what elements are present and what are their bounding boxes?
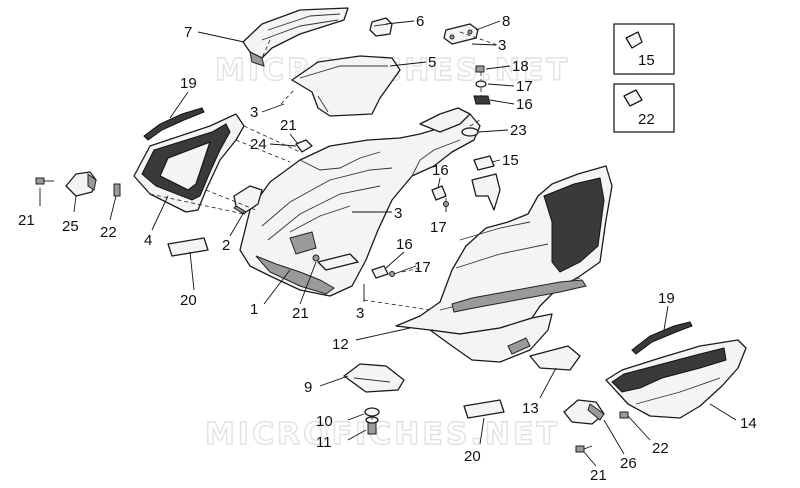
callout-19: 19 [180, 75, 197, 92]
callout-17: 17 [430, 219, 447, 236]
callout-3: 3 [394, 205, 402, 222]
part-bracket-right [471, 173, 501, 211]
callout-1: 1 [250, 301, 258, 318]
callout-8: 8 [502, 13, 510, 30]
part-16-nut-center [371, 265, 389, 279]
callout-7: 7 [184, 24, 192, 41]
part-20-pad-bottom [463, 399, 505, 419]
assembly-lines-lower [363, 198, 447, 420]
part-21-screw-left [35, 177, 54, 185]
part-center-grommet [317, 253, 359, 271]
callout-25: 25 [62, 218, 79, 235]
inset-box-22 [613, 83, 675, 133]
callout-10: 10 [316, 413, 333, 430]
callout-16: 16 [516, 96, 533, 113]
callout-16: 16 [432, 162, 449, 179]
callout-26: 26 [620, 455, 637, 472]
leader-lines [39, 20, 737, 467]
callout-15: 15 [502, 152, 519, 169]
part-15-clip-right [473, 155, 495, 171]
callout-22-inset: 22 [638, 111, 655, 128]
callout-11: 11 [316, 434, 332, 451]
callout-16: 16 [396, 236, 413, 253]
assembly-lines-top [261, 31, 501, 127]
part-16-nut-right [431, 185, 447, 201]
part-20-pad-left [167, 237, 209, 257]
callout-21: 21 [18, 212, 35, 229]
part-2-cap [233, 185, 263, 215]
callout-20: 20 [464, 448, 481, 465]
inset-box-15 [613, 23, 675, 75]
callout-17: 17 [516, 78, 533, 95]
callout-12: 12 [332, 336, 349, 353]
part-22-clip-right [619, 411, 629, 419]
part-17-washer-right [443, 201, 449, 207]
callout-14: 14 [740, 415, 757, 432]
callout-22: 22 [100, 224, 117, 241]
part-19-strip-upper [143, 107, 205, 141]
callout-6: 6 [416, 13, 424, 30]
part-10-washer [364, 407, 380, 417]
watermark-bottom: MICROFICHES.NET [205, 417, 560, 452]
part-14-right-cover [605, 339, 747, 419]
part-18-bolt [475, 65, 485, 73]
callout-5: 5 [428, 54, 436, 71]
part-26-clip [563, 399, 605, 425]
part-7-visor [242, 7, 349, 67]
callout-22: 22 [652, 440, 669, 457]
part-9-cover-plate [343, 363, 405, 393]
part-13-lower-flap [429, 313, 581, 371]
part-4-side-frame [133, 113, 245, 213]
part-5-inner-panel [291, 55, 401, 117]
callout-17: 17 [414, 259, 431, 276]
part-23-washer [461, 127, 479, 137]
assembly-lines-left [149, 125, 301, 215]
part-12-lower-body [395, 165, 613, 335]
callout-20: 20 [180, 292, 197, 309]
callout-3: 3 [356, 305, 364, 322]
part-16-grommet-top [473, 95, 491, 105]
callout-9: 9 [304, 379, 312, 396]
callout-4: 4 [144, 232, 152, 249]
part-8-bracket [443, 23, 479, 45]
callout-23: 23 [510, 122, 527, 139]
part-25-indicator [65, 171, 97, 197]
part-22-clip-left [113, 183, 121, 197]
callout-21: 21 [590, 467, 607, 484]
callout-24: 24 [250, 136, 267, 153]
part-1-front-shield [239, 107, 481, 297]
callout-15-inset: 15 [638, 52, 655, 69]
callout-21: 21 [280, 117, 297, 134]
callout-13: 13 [522, 400, 539, 417]
part-21-fastener-center [312, 254, 320, 262]
part-6-clip [369, 17, 393, 37]
callout-3: 3 [250, 104, 258, 121]
callout-19: 19 [658, 290, 675, 307]
part-24-screw [295, 139, 313, 153]
callout-3: 3 [498, 37, 506, 54]
part-17-washer-center [389, 271, 395, 277]
callout-18: 18 [512, 58, 529, 75]
callout-21: 21 [292, 305, 309, 322]
part-21-screw-bottom [575, 445, 593, 453]
part-19-strip-right [631, 321, 693, 355]
callout-2: 2 [222, 237, 230, 254]
part-17-spacer-top [475, 80, 487, 88]
